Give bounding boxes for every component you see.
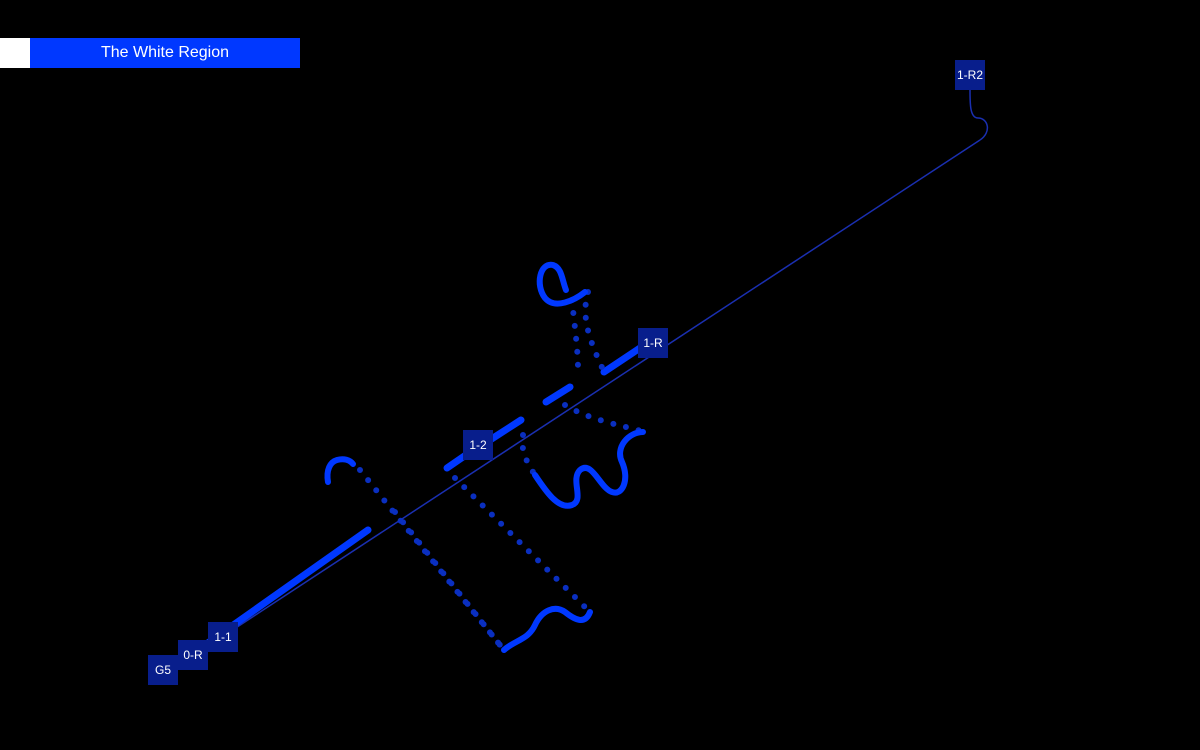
- secret-path-dots-7: [519, 432, 538, 478]
- level-node-0-r[interactable]: 0-R: [178, 640, 208, 670]
- secret-path-dots-4: [582, 289, 607, 375]
- level-node-1-2[interactable]: 1-2: [463, 430, 493, 460]
- secret-path-dots-2: [392, 509, 503, 648]
- level-node-1-r2[interactable]: 1-R2: [955, 60, 985, 90]
- level-node-g5[interactable]: G5: [148, 655, 178, 685]
- track-segment-3: [486, 416, 525, 444]
- main-connector-line: [224, 139, 981, 636]
- secret-path-dots-5: [569, 297, 581, 373]
- region-color-swatch: [0, 38, 30, 68]
- secret-path-dots-1: [357, 467, 503, 648]
- squiggle-left: [324, 456, 356, 485]
- region-title: The White Region: [30, 38, 300, 68]
- secret-path-dots-3: [452, 475, 593, 615]
- track-segment-5: [600, 342, 647, 376]
- squiggle-middle: [532, 429, 646, 509]
- track-segment-4: [542, 383, 574, 406]
- squiggle-top: [536, 261, 588, 307]
- level-node-1-1[interactable]: 1-1: [208, 622, 238, 652]
- squiggle-bottom: [501, 605, 593, 653]
- secret-path-dots-6: [562, 402, 648, 435]
- region-banner: The White Region: [0, 38, 300, 68]
- connector-hook-1r2: [969, 89, 989, 141]
- level-node-1-r[interactable]: 1-R: [638, 328, 668, 358]
